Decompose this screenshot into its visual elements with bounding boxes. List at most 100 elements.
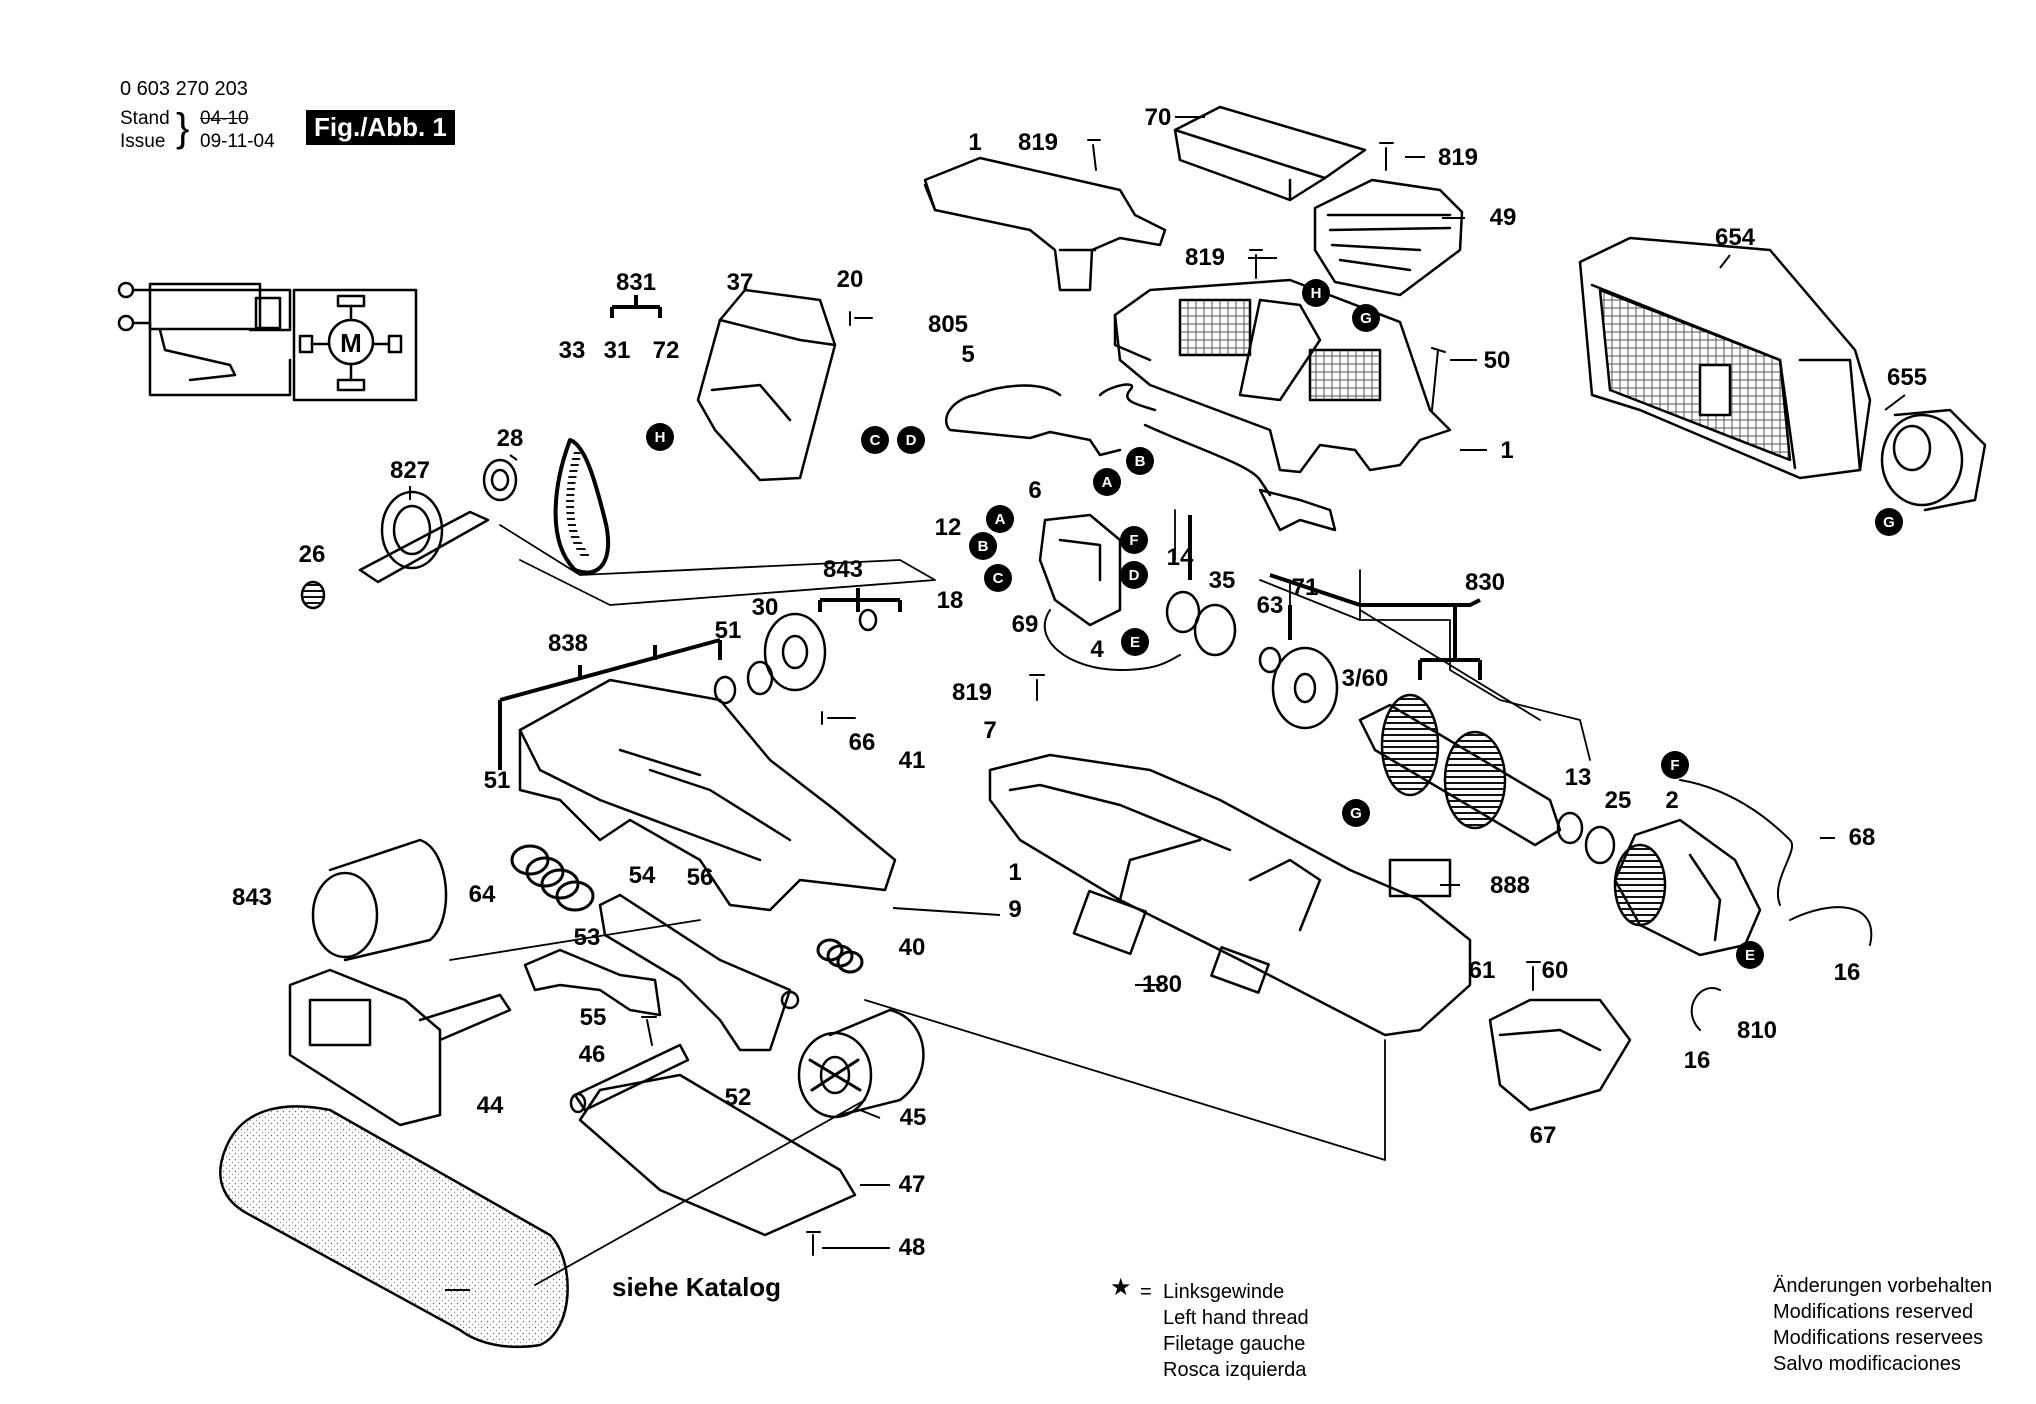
wire-leads: [1043, 609, 1873, 1031]
letter-marker: C: [861, 426, 889, 454]
part-label: 70: [1145, 104, 1172, 131]
part-label: 69: [1012, 611, 1039, 638]
letter-marker: H: [1302, 279, 1330, 307]
legend-equals: =: [1140, 1281, 1152, 1303]
part-label: 48: [899, 1234, 926, 1261]
letter-text: C: [993, 570, 1004, 587]
part-label: 56: [687, 864, 714, 891]
motor-housing-upper: [1113, 278, 1452, 474]
part-label: 54: [629, 862, 656, 889]
part-label: 55: [580, 1004, 607, 1031]
figure-label: Fig./Abb. 1: [306, 110, 455, 145]
letter-text: A: [1102, 474, 1113, 491]
power-cord: [944, 383, 1337, 532]
letter-marker: A: [1093, 468, 1121, 496]
part-label: 40: [899, 934, 926, 961]
leader-lines: [449, 509, 1591, 1286]
part-label: 12: [935, 514, 962, 541]
stand-value: 04-10: [200, 108, 249, 129]
part-label: 30: [752, 594, 779, 621]
legend-star: ★: [1110, 1274, 1132, 1301]
letter-text: G: [1350, 805, 1362, 822]
letter-marker: B: [1126, 447, 1154, 475]
part-label: 45: [900, 1104, 927, 1131]
part-label: 49: [1490, 204, 1517, 231]
header-brace: }: [176, 106, 190, 150]
part-label: 16: [1834, 959, 1861, 986]
letter-text: E: [1130, 634, 1140, 651]
part-number: 0 603 270 203: [120, 78, 248, 100]
gearbox-cover: [923, 156, 1167, 292]
part-label: 44: [477, 1092, 504, 1119]
modifications-line: Salvo modificaciones: [1773, 1353, 1961, 1375]
part-label: 31: [604, 337, 631, 364]
part-label: 819: [952, 679, 992, 706]
lower-housing: [988, 753, 1472, 1037]
letter-text: A: [995, 511, 1006, 528]
part-label: 819: [1185, 244, 1225, 271]
part-label: 838: [548, 630, 588, 657]
part-label: 67: [1530, 1122, 1557, 1149]
letter-text: G: [1883, 514, 1895, 531]
part-label: 26: [299, 541, 326, 568]
part-label: 51: [484, 767, 511, 794]
letter-marker: E: [1736, 941, 1764, 969]
base-plate: [578, 1073, 857, 1237]
roller-axle: [569, 1043, 690, 1114]
letter-marker: B: [969, 532, 997, 560]
letter-marker: G: [1875, 508, 1903, 536]
letter-text: B: [978, 538, 989, 555]
part-label: 66: [849, 729, 876, 756]
letter-text: D: [1129, 567, 1140, 584]
part-label: 1: [1008, 859, 1021, 886]
toothed-belt: [553, 438, 611, 575]
part-label: 50: [1484, 347, 1511, 374]
part-label: 71: [1292, 574, 1319, 601]
legend-line: Linksgewinde: [1163, 1281, 1285, 1303]
letter-text: E: [1745, 947, 1755, 964]
letter-text: C: [870, 432, 881, 449]
part-label: 5: [961, 341, 974, 368]
letter-text: H: [1311, 285, 1322, 302]
top-cover-plate: [1173, 105, 1367, 202]
dust-box: [1578, 236, 1872, 480]
part-label: 819: [1438, 144, 1478, 171]
part-label: 20: [837, 266, 864, 293]
part-label: 16: [1684, 1047, 1711, 1074]
part-label: 3/60: [1342, 665, 1389, 692]
handle-grip: [1488, 998, 1632, 1112]
drive-gear: [713, 608, 878, 705]
part-label: 654: [1715, 224, 1756, 251]
letter-marker: D: [1120, 561, 1148, 589]
tension-spring: [816, 938, 864, 974]
part-label: 60: [1542, 957, 1569, 984]
part-label: 63: [1257, 592, 1284, 619]
part-label: 64: [469, 881, 496, 908]
part-label: 2: [1665, 787, 1678, 814]
part-label: 7: [983, 717, 996, 744]
part-label: 4: [1090, 636, 1104, 663]
stand-label: Stand: [120, 108, 170, 129]
letter-text: F: [1129, 532, 1138, 549]
part-label: 827: [390, 457, 430, 484]
pulley-shaft: [300, 458, 518, 610]
part-label: 52: [725, 1084, 752, 1111]
letter-text: D: [906, 432, 917, 449]
modifications-line: Modifications reserved: [1773, 1301, 1974, 1323]
issue-label: Issue: [120, 131, 166, 152]
part-label: 843: [823, 556, 863, 583]
part-label: 46: [579, 1041, 606, 1068]
part-label: 51: [715, 617, 742, 644]
armature: [1271, 646, 1562, 847]
part-label: 25: [1605, 787, 1632, 814]
issue-value: 09-11-04: [200, 131, 275, 152]
part-label: 18: [937, 587, 964, 614]
part-label: 888: [1490, 872, 1530, 899]
part-label: 47: [899, 1171, 926, 1198]
contact-roller: [311, 838, 448, 962]
letter-text: B: [1135, 453, 1146, 470]
legend-line: Left hand thread: [1163, 1307, 1309, 1329]
part-label: 843: [232, 884, 272, 911]
